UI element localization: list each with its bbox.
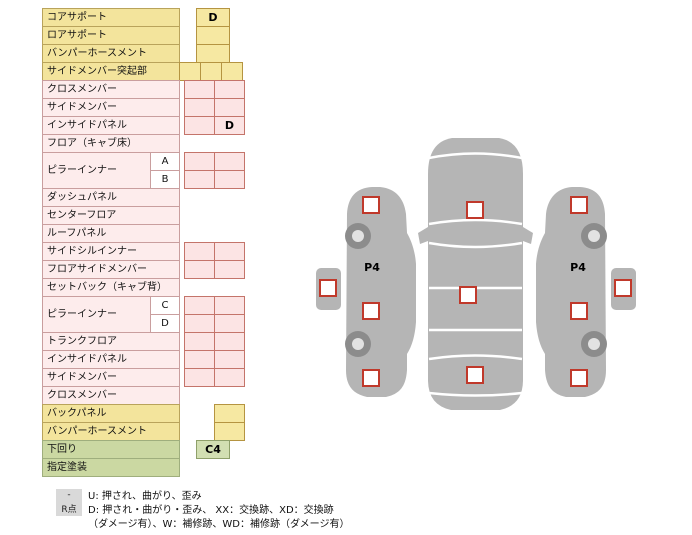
part-label: サイドシルインナー	[42, 242, 180, 261]
legend-text-d: D: 押され・曲がり・歪み、 XX：交換跡、XD：交換跡	[88, 505, 334, 516]
damage-marker-square	[362, 196, 380, 214]
damage-marker-square	[319, 279, 337, 297]
part-label: ルーフパネル	[42, 224, 180, 243]
part-label: バンパーホースメント	[42, 44, 180, 63]
damage-cell	[184, 116, 215, 135]
part-sublabel: C	[150, 296, 180, 315]
part-label: クロスメンバー	[42, 386, 180, 405]
damage-cell	[184, 80, 215, 99]
damage-marker-square	[570, 302, 588, 320]
part-label: ピラーインナー	[42, 296, 151, 333]
damage-marker-square	[362, 302, 380, 320]
damage-cell	[214, 350, 245, 369]
damage-cell	[214, 422, 245, 441]
legend-text-u: U: 押され、曲がり、歪み	[88, 491, 202, 502]
damage-cell	[214, 80, 245, 99]
part-label: 下回り	[42, 440, 180, 459]
damage-cell	[214, 98, 245, 117]
car-side-view-right	[536, 187, 607, 397]
damage-marker-square	[570, 369, 588, 387]
legend-line-1: -U: 押され、曲がり、歪み	[56, 487, 202, 502]
part-sublabel: A	[150, 152, 180, 171]
part-label: クロスメンバー	[42, 80, 180, 99]
part-label: サイドメンバー突起部	[42, 62, 180, 81]
damage-cell: C4	[196, 440, 230, 459]
damage-cell	[200, 62, 222, 81]
part-label: コアサポート	[42, 8, 180, 27]
damage-cell	[184, 350, 215, 369]
part-label: ロアサポート	[42, 26, 180, 45]
part-label: ピラーインナー	[42, 152, 151, 189]
damage-cell	[214, 368, 245, 387]
damage-cell	[214, 296, 245, 315]
damage-cell: D	[196, 8, 230, 27]
part-label: フロア（キャブ床）	[42, 134, 180, 153]
damage-marker-square	[466, 201, 484, 219]
damage-cell	[179, 62, 201, 81]
damage-code-label: P4	[364, 261, 380, 274]
damage-cell	[184, 314, 215, 333]
damage-cell	[184, 242, 215, 261]
damage-marker-square	[570, 196, 588, 214]
damage-cell	[214, 404, 245, 423]
part-label: 指定塗装	[42, 458, 180, 477]
car-side-view-left	[345, 187, 416, 397]
part-sublabel: B	[150, 170, 180, 189]
damage-cell	[184, 260, 215, 279]
legend-line-2: R点 D: 押され・曲がり・歪み、 XX：交換跡、XD：交換跡	[56, 501, 334, 516]
legend-line-3: （ダメージ有）、W：補修跡、WD：補修跡（ダメージ有）	[56, 515, 349, 530]
part-label: インサイドパネル	[42, 116, 180, 135]
side-mirror-left-icon	[418, 227, 428, 244]
legend-badge-dash: -	[56, 488, 82, 501]
part-label: ダッシュパネル	[42, 188, 180, 207]
part-label: センターフロア	[42, 206, 180, 225]
damage-cell	[221, 62, 243, 81]
car-top-view	[428, 138, 523, 410]
part-label: セットバック（キャブ背）	[42, 278, 180, 297]
damage-marker-square	[614, 279, 632, 297]
damage-cell	[214, 152, 245, 171]
damage-cell	[196, 26, 230, 45]
damage-cell	[196, 44, 230, 63]
legend-text-d-cont: （ダメージ有）、W：補修跡、WD：補修跡（ダメージ有）	[88, 519, 350, 530]
damage-cell	[184, 98, 215, 117]
damage-cell: D	[214, 116, 245, 135]
legend-badge-rten: R点	[56, 501, 82, 516]
part-label: サイドメンバー	[42, 98, 180, 117]
damage-cell	[184, 296, 215, 315]
damage-cell	[214, 314, 245, 333]
damage-cell	[214, 242, 245, 261]
damage-code-label: P4	[570, 261, 586, 274]
part-label: インサイドパネル	[42, 350, 180, 369]
damage-cell	[184, 170, 215, 189]
damage-cell	[214, 332, 245, 351]
side-mirror-right-icon	[523, 227, 533, 244]
part-label: バンパーホースメント	[42, 422, 180, 441]
damage-cell	[184, 368, 215, 387]
damage-marker-square	[459, 286, 477, 304]
part-label: サイドメンバー	[42, 368, 180, 387]
part-label: バックパネル	[42, 404, 180, 423]
part-label: フロアサイドメンバー	[42, 260, 180, 279]
damage-cell	[214, 170, 245, 189]
part-label: トランクフロア	[42, 332, 180, 351]
damage-marker-square	[466, 366, 484, 384]
damage-cell	[184, 332, 215, 351]
damage-marker-square	[362, 369, 380, 387]
damage-cell	[214, 260, 245, 279]
vehicle-diagram	[316, 138, 636, 410]
part-sublabel: D	[150, 314, 180, 333]
damage-cell	[184, 152, 215, 171]
